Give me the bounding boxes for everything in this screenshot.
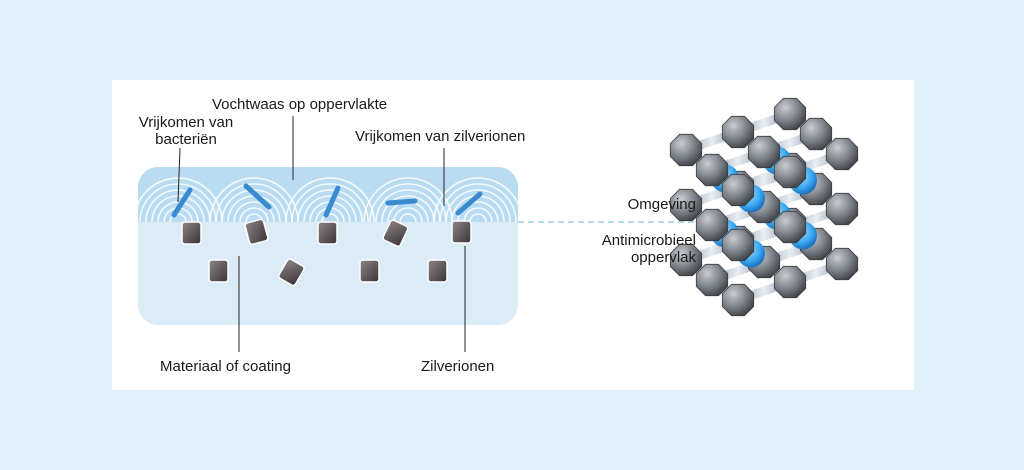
ripple-arc: [393, 207, 423, 223]
lattice-atom: [773, 97, 807, 131]
label-silver-release: Vrijkomen van zilverionen: [355, 128, 526, 145]
label-bacteria-release-line2: bacteriën: [155, 131, 217, 148]
silver-ion: [382, 219, 409, 247]
ripple-arc: [285, 177, 375, 223]
lattice-atom: [773, 210, 807, 244]
label-surface: Antimicrobieel oppervlak: [560, 232, 696, 266]
label-silver-ions: Zilverionen: [421, 358, 495, 375]
silver-ion: [181, 221, 202, 245]
bacterium: [243, 183, 272, 210]
label-surface-line1: Antimicrobieel: [601, 232, 696, 249]
silver-ion: [244, 218, 269, 246]
ripple-arc: [239, 207, 269, 223]
ripple-arc: [297, 189, 363, 223]
lattice-atom: [825, 192, 859, 226]
lattice-cube: [669, 97, 859, 317]
bacterium: [385, 198, 418, 206]
ripple-arc: [303, 195, 357, 223]
ripple-arc: [375, 189, 441, 223]
leader-lines: [177, 116, 466, 352]
silver-ion: [317, 221, 338, 245]
ripple-arc: [209, 177, 299, 223]
lattice-atom: [799, 117, 833, 151]
lattice-atom: [825, 247, 859, 281]
ripple-arc: [169, 213, 187, 223]
lattice-atom: [669, 188, 703, 222]
silver-ion: [359, 259, 380, 283]
bacterium: [455, 191, 483, 216]
label-material: Materiaal of coating: [160, 358, 291, 375]
label-environment: Omgeving: [627, 196, 696, 213]
ripple-arc: [363, 177, 453, 223]
lattice-atom: [773, 265, 807, 299]
bacterium: [171, 187, 193, 218]
silver-ion: [427, 259, 448, 283]
ripple-arc: [157, 201, 199, 223]
lattice-atom: [695, 208, 729, 242]
ripple-arc: [138, 177, 223, 223]
bacteria-group: [171, 183, 483, 218]
ripple-arc: [445, 189, 511, 223]
lattice-atom: [747, 135, 781, 169]
label-bacteria-release: Vrijkomen van bacteriën: [130, 114, 242, 148]
ripple-arc: [381, 195, 435, 223]
ripple-arc: [291, 183, 369, 223]
lattice-atom: [825, 137, 859, 171]
lattice-atom: [721, 228, 755, 262]
silver-ion: [278, 258, 305, 287]
label-bacteria-release-line1: Vrijkomen van: [138, 114, 234, 131]
label-moisture: Vochtwaas op oppervlakte: [212, 96, 388, 113]
lattice-atom: [695, 153, 729, 187]
leader-bacteria-release: [177, 147, 181, 203]
ripple-arc: [399, 213, 417, 223]
ripple-arc: [233, 201, 275, 223]
ripple-arc: [369, 183, 447, 223]
lattice-atom: [721, 115, 755, 149]
lattice-atom: [721, 283, 755, 317]
ripple-arc: [321, 213, 339, 223]
silver-ion-group: [181, 218, 472, 287]
bacterium: [323, 185, 341, 218]
label-surface-line2: oppervlak: [630, 249, 696, 266]
lattice-atom: [695, 263, 729, 297]
lattice-atom: [669, 133, 703, 167]
lattice-atom: [721, 173, 755, 207]
lattice-atom: [669, 243, 703, 277]
lattice-atom: [773, 155, 807, 189]
ripple-arc: [463, 207, 493, 223]
silver-ion: [208, 259, 229, 283]
ripple-arc: [469, 213, 487, 223]
ripple-arc: [433, 177, 518, 223]
silver-ion: [451, 220, 472, 244]
